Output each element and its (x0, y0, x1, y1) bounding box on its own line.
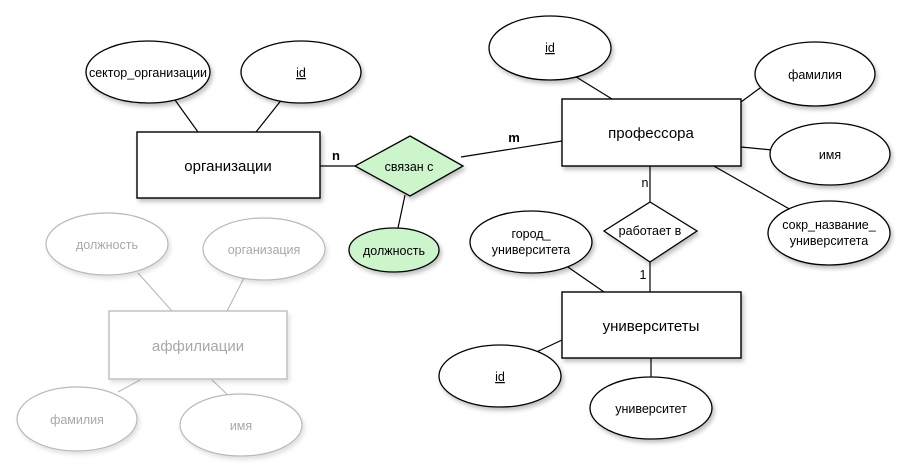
connector-univ-city (564, 264, 605, 293)
relationship-linked-with-label: связан с (385, 160, 434, 174)
connector-prof-name (740, 146, 773, 151)
attribute-prof-surname[interactable]: фамилия (754, 41, 876, 107)
connector-prof-surname (740, 87, 761, 103)
connector-rel-position (397, 194, 406, 229)
relationship-linked-with[interactable]: связан с (353, 135, 465, 197)
relationship-works-at-label: работает в (619, 224, 682, 238)
connector-prof-id (572, 74, 613, 100)
attribute-univ-id-label: id (495, 370, 505, 384)
entity-universities-label: университеты (603, 318, 700, 335)
attribute-org-sector[interactable]: сектор_организации (85, 40, 211, 104)
connector-org-sector (174, 99, 199, 133)
attribute-org-sector-label: сектор_организации (89, 66, 207, 80)
attribute-univ-city-line1: город_ (511, 227, 551, 241)
connector-aff-surname (117, 379, 141, 393)
cardinality-univ-works: 1 (640, 268, 647, 282)
attribute-prof-name-label: имя (819, 148, 841, 162)
connector-org-id (255, 97, 284, 133)
attribute-prof-id[interactable]: id (488, 15, 612, 81)
attribute-aff-position-label: должность (76, 238, 138, 252)
entity-organizations[interactable]: организации (136, 131, 321, 199)
attribute-rel-position-label: должность (363, 244, 425, 258)
attribute-aff-name-label: имя (230, 419, 252, 433)
cardinality-prof-rel: m (508, 130, 520, 145)
entity-professors-label: профессора (608, 125, 694, 142)
attribute-aff-name[interactable]: имя (179, 393, 303, 457)
entity-affiliations-label: аффилиации (152, 338, 244, 355)
attribute-prof-surname-label: фамилия (788, 68, 842, 82)
attribute-aff-organization[interactable]: организация (202, 217, 326, 281)
connector-prof-univshort (711, 164, 801, 216)
cardinality-prof-works: n (642, 176, 649, 190)
attribute-org-id[interactable]: id (240, 40, 362, 104)
connector-rel-prof (460, 140, 563, 158)
cardinality-org-rel: n (332, 148, 340, 163)
entity-universities[interactable]: университеты (561, 291, 742, 359)
attribute-prof-univ-short-line2: университета (790, 234, 868, 248)
attribute-univ-city[interactable]: город_ университета (469, 210, 593, 274)
relationship-works-at[interactable]: работает в (602, 201, 699, 263)
connector-aff-position (137, 272, 173, 312)
attribute-univ-name-label: университет (615, 402, 687, 416)
attribute-rel-position[interactable]: должность (348, 227, 440, 273)
attribute-org-id-label: id (296, 66, 306, 80)
connectors (174, 74, 801, 378)
connector-aff-organization (226, 277, 245, 312)
attribute-aff-organization-label: организация (228, 243, 301, 257)
attribute-prof-id-label: id (545, 41, 555, 55)
attribute-univ-name[interactable]: университет (589, 376, 713, 440)
cardinality-labels: n m n 1 (332, 130, 649, 282)
entity-organizations-label: организации (184, 158, 271, 175)
entity-affiliations[interactable]: аффилиации (108, 310, 288, 380)
attribute-aff-surname[interactable]: фамилия (16, 386, 138, 452)
attribute-aff-position[interactable]: должность (45, 212, 169, 276)
attribute-univ-id[interactable]: id (438, 344, 562, 408)
attribute-prof-univ-short[interactable]: сокр_название_ университета (767, 200, 891, 266)
attribute-aff-surname-label: фамилия (50, 413, 104, 427)
attribute-prof-univ-short-line1: сокр_название_ (782, 218, 876, 232)
entity-professors[interactable]: профессора (561, 98, 742, 167)
faded-connectors (117, 272, 245, 398)
attribute-prof-name[interactable]: имя (769, 122, 891, 186)
attribute-univ-city-line2: университета (492, 243, 570, 257)
